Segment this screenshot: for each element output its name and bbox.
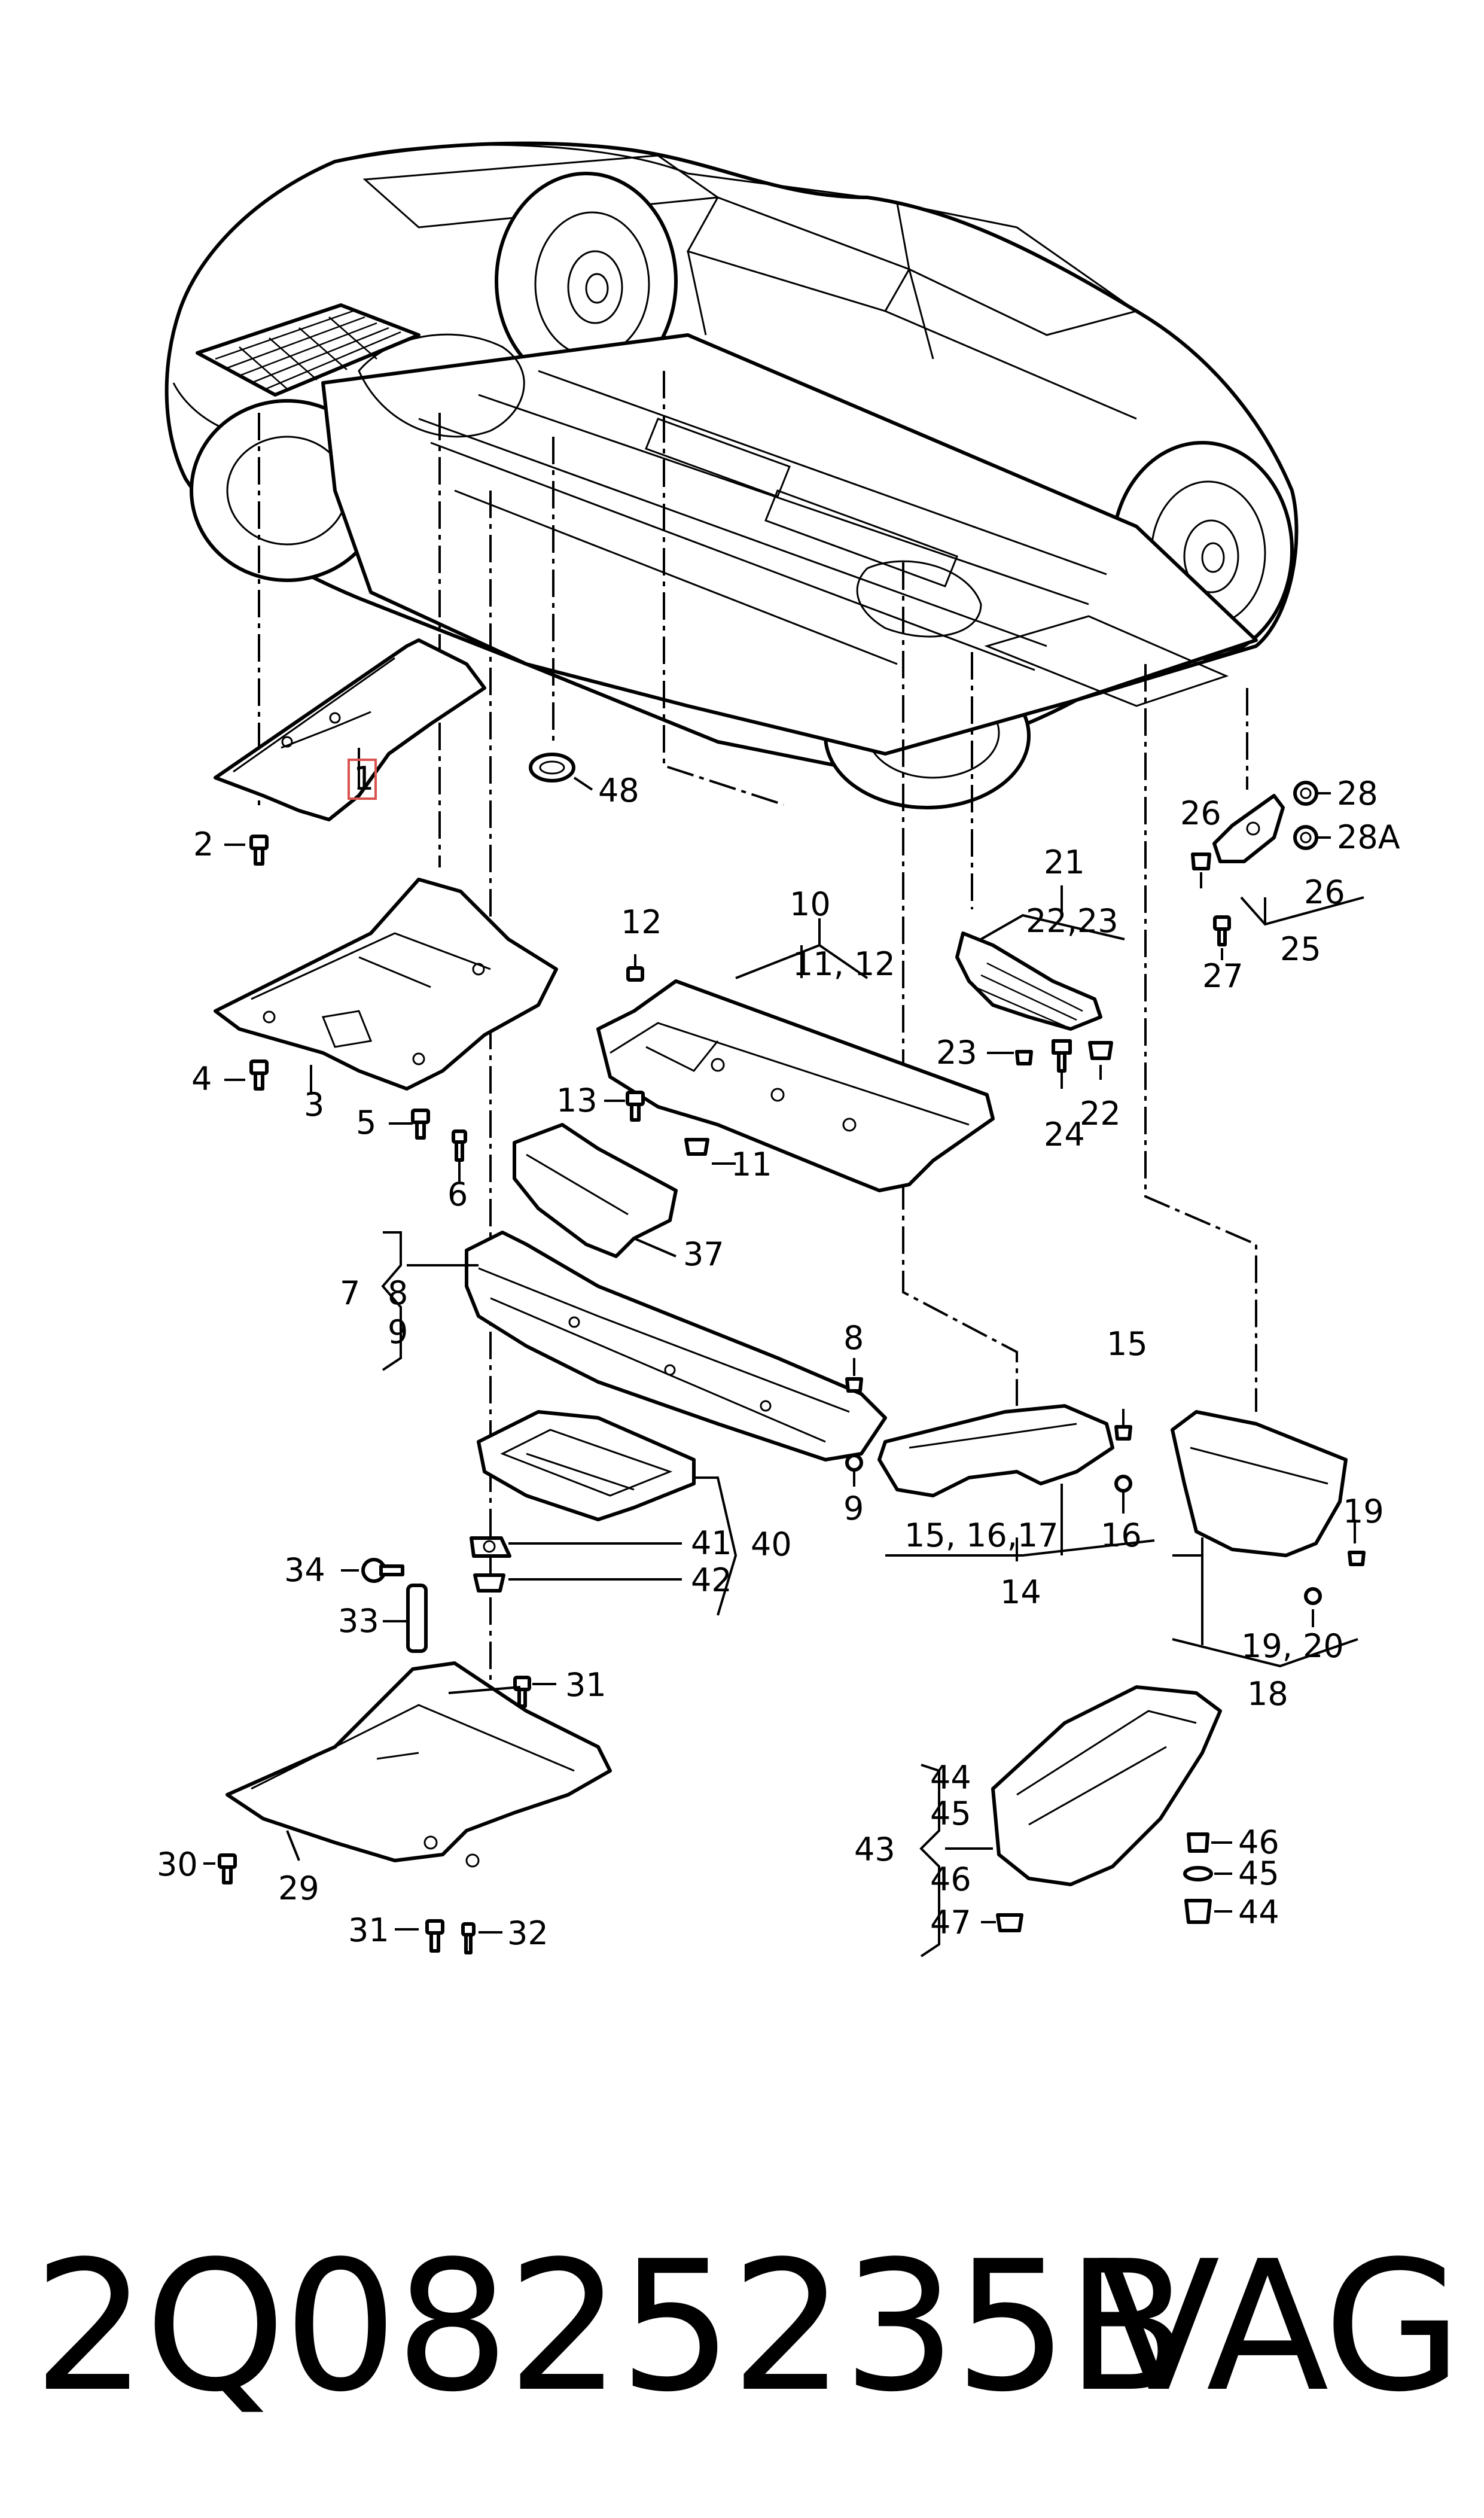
label-18: 18 [1247,1675,1288,1713]
label-3: 3 [304,1086,324,1123]
label-12: 12 [621,903,662,941]
label-31a: 31 [565,1666,607,1704]
label-19: 19 [1343,1493,1384,1530]
screw-icon [218,753,1366,1954]
label-25: 25 [1280,930,1321,968]
label-9b: 9 [843,1490,864,1527]
label-26b: 26 [1304,873,1345,911]
part-40-heat-shield [477,1410,696,1521]
label-5: 5 [356,1104,376,1141]
part-25-bracket [1212,794,1285,863]
label-13: 13 [556,1082,598,1119]
label-46a: 46 [930,1861,971,1898]
label-48: 48 [598,772,639,809]
label-28a: 28A [1337,818,1400,856]
label-7: 7 [340,1274,360,1312]
label-11: 11 [731,1146,772,1183]
assembly-guide-lines [258,371,1257,1681]
label-24: 24 [1044,1116,1085,1153]
part-43-tank-shield [991,1685,1222,1886]
label-6: 6 [447,1176,468,1213]
label-21: 21 [1044,844,1085,881]
label-8b: 8 [843,1319,864,1357]
label-46b: 46 [1238,1823,1279,1861]
label-15-16-17: 15, 16,17 [904,1517,1059,1554]
part-33-strip [406,1584,428,1653]
label-33: 33 [338,1602,379,1640]
part-labels: 1 2 3 4 5 6 7 8 9 8 9 10 11, 12 11 12 13… [157,759,1400,1952]
part-14-duct [877,1404,1114,1497]
part-37-cover [513,1123,678,1258]
label-9a: 9 [388,1313,408,1351]
label-26a: 26 [1180,794,1221,832]
part-21-bracket-panel [955,931,1102,1031]
label-43: 43 [854,1831,895,1868]
label-1: 1 [354,760,374,797]
label-4: 4 [191,1060,212,1098]
label-leaders [203,748,1364,1957]
label-2: 2 [193,826,214,863]
label-37: 37 [683,1235,724,1273]
label-10: 10 [790,885,831,923]
label-31b: 31 [348,1911,389,1949]
label-30: 30 [157,1846,198,1883]
part-18-rear-shield [1171,1410,1348,1557]
label-16: 16 [1101,1517,1142,1554]
label-42: 42 [691,1561,732,1599]
label-28: 28 [1337,775,1378,812]
part-10-floor-panel [596,979,995,1192]
label-41: 41 [691,1524,732,1562]
part-29-rear-tray [226,1661,612,1868]
label-29: 29 [278,1870,319,1907]
label-22: 22 [1080,1095,1121,1132]
label-32: 32 [507,1914,548,1952]
label-15: 15 [1107,1325,1148,1363]
grille-hatch [215,310,401,391]
part-3-undertray [214,878,558,1091]
label-44b: 44 [1238,1893,1279,1931]
label-23: 23 [936,1034,977,1071]
label-22-23: 22,23 [1026,902,1119,940]
part-1-panel [214,638,486,821]
highlighted-part-box [348,759,377,800]
label-44a: 44 [930,1759,971,1797]
label-19-20: 19, 20 [1241,1627,1344,1665]
label-40: 40 [751,1526,792,1563]
label-34: 34 [284,1551,325,1589]
label-11-12: 11, 12 [793,945,895,983]
car-underbody-illustration [164,141,1299,809]
label-14: 14 [1000,1573,1041,1611]
label-45b: 45 [1238,1855,1279,1892]
parts-diagram: 1 2 3 4 5 6 7 8 9 8 9 10 11, 12 11 12 13… [157,141,1400,1957]
label-8a: 8 [388,1274,408,1312]
part-7-tunnel-panel [465,1231,887,1462]
brand-title: VAG [1097,2222,1462,2431]
part-number-title: 2Q0825235B [33,2222,1189,2431]
label-45a: 45 [930,1795,971,1832]
label-27: 27 [1202,957,1244,995]
label-47: 47 [930,1904,971,1941]
